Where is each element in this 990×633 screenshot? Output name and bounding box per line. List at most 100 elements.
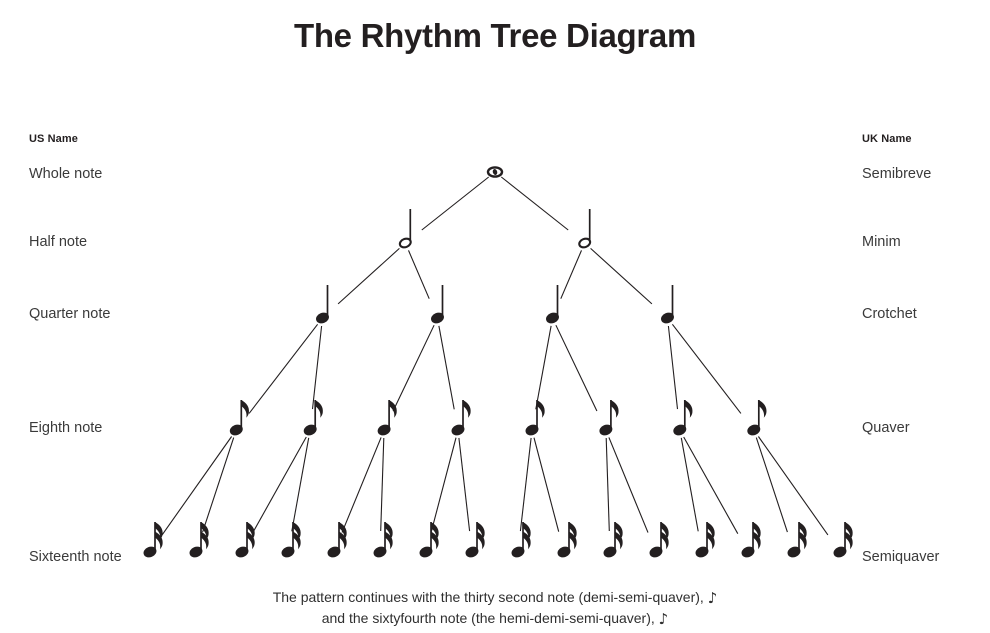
quarter-note-icon bbox=[546, 285, 559, 324]
note-flag bbox=[758, 400, 767, 418]
note-flag bbox=[753, 531, 761, 550]
tree-edge bbox=[421, 176, 490, 231]
page-title: The Rhythm Tree Diagram bbox=[293, 17, 697, 54]
eighth-note-icon bbox=[229, 400, 249, 436]
note-flag bbox=[463, 400, 471, 418]
sixteenth-note-icon bbox=[833, 522, 853, 558]
note-flag bbox=[799, 522, 807, 540]
tree-edge bbox=[608, 437, 649, 533]
tree-edge bbox=[407, 250, 430, 299]
note-flag bbox=[385, 522, 393, 540]
note-flag bbox=[431, 522, 439, 540]
tree-edge bbox=[667, 325, 679, 410]
note-flag bbox=[615, 522, 623, 540]
caption-line-2-text: and the sixtyfourth note (the hemi-demi-… bbox=[321, 610, 655, 626]
note-flag bbox=[293, 531, 301, 550]
uk-name-label-half: Minim bbox=[862, 234, 901, 250]
tree-edge bbox=[680, 437, 699, 532]
uk-name-label-sixteenth: Semiquaver bbox=[862, 549, 940, 565]
uk-name-label-quarter: Crotchet bbox=[862, 306, 917, 322]
note-flag bbox=[293, 522, 301, 540]
note-flag bbox=[247, 522, 255, 540]
thirty-second-note-icon: ♪ bbox=[707, 589, 718, 607]
tree-edge bbox=[202, 437, 235, 533]
us-name-label-eighth: Eighth note bbox=[29, 420, 103, 436]
tree-edges-group bbox=[161, 176, 829, 536]
sixtyfourth-note-icon: ♪ bbox=[658, 610, 669, 628]
note-flag bbox=[201, 522, 209, 540]
uk-name-column-header: UK Name bbox=[862, 133, 912, 145]
eighth-note-icon bbox=[525, 400, 545, 436]
tree-edge bbox=[161, 436, 233, 536]
sixteenth-note-icon bbox=[695, 522, 715, 558]
sixteenth-note-icon bbox=[235, 522, 255, 558]
tree-edge bbox=[555, 324, 598, 412]
eighth-note-icon bbox=[747, 400, 767, 436]
sixteenth-note-icon bbox=[465, 522, 485, 558]
note-flag bbox=[477, 531, 485, 550]
note-flag bbox=[385, 531, 393, 550]
sixteenth-note-icon bbox=[327, 522, 347, 558]
tree-edge bbox=[535, 325, 552, 410]
tree-edge bbox=[380, 437, 385, 532]
tree-edge bbox=[248, 323, 319, 414]
tree-edge bbox=[337, 247, 400, 305]
tree-edge bbox=[430, 437, 457, 532]
note-flag bbox=[155, 522, 163, 540]
tree-edge bbox=[671, 323, 742, 414]
tree-edge bbox=[291, 437, 310, 532]
note-flag bbox=[845, 531, 853, 550]
note-flag bbox=[537, 400, 545, 418]
sixteenth-note-icon bbox=[557, 522, 577, 558]
tree-edge bbox=[500, 176, 569, 231]
caption-line-1: The pattern continues with the thirty se… bbox=[0, 587, 990, 608]
sixteenth-note-icon bbox=[143, 522, 163, 558]
eighth-note-icon bbox=[599, 400, 619, 436]
note-flag bbox=[247, 531, 255, 550]
note-flag bbox=[241, 400, 249, 418]
sixteenth-note-icon bbox=[281, 522, 301, 558]
half-note-icon bbox=[398, 209, 412, 249]
tree-edge bbox=[251, 436, 307, 534]
note-flag bbox=[569, 522, 577, 540]
note-flag bbox=[684, 400, 693, 418]
sixteenth-note-icon bbox=[511, 522, 531, 558]
us-name-label-half: Half note bbox=[29, 234, 88, 250]
quarter-note-icon bbox=[431, 285, 444, 324]
uk-name-label-whole: Semibreve bbox=[862, 166, 932, 182]
note-flag bbox=[707, 531, 715, 550]
tree-edge bbox=[519, 437, 532, 532]
notehead-hole bbox=[492, 169, 498, 175]
tree-edge bbox=[605, 437, 610, 532]
sixteenth-note-icon bbox=[787, 522, 807, 558]
half-note-icon bbox=[578, 209, 592, 249]
note-flag bbox=[523, 522, 531, 540]
caption-line-2: and the sixtyfourth note (the hemi-demi-… bbox=[0, 608, 990, 629]
caption-line-1-text: The pattern continues with the thirty se… bbox=[272, 589, 704, 605]
note-flag bbox=[201, 531, 209, 550]
note-flag bbox=[661, 531, 669, 550]
tree-edge bbox=[392, 324, 435, 412]
note-flag bbox=[661, 522, 669, 540]
note-flag bbox=[315, 400, 323, 418]
eighth-note-icon bbox=[377, 400, 397, 436]
tree-edge bbox=[757, 436, 829, 536]
caption-block: The pattern continues with the thirty se… bbox=[0, 587, 990, 629]
tree-edge bbox=[438, 325, 455, 410]
tree-edge bbox=[755, 437, 788, 533]
whole-note-icon bbox=[486, 166, 504, 178]
tree-edge bbox=[590, 247, 653, 305]
uk-name-label-eighth: Quaver bbox=[862, 420, 910, 436]
note-flag bbox=[339, 522, 347, 540]
sixteenth-note-icon bbox=[373, 522, 393, 558]
tree-edge bbox=[683, 436, 739, 534]
tree-edge bbox=[341, 437, 382, 533]
quarter-note-icon bbox=[661, 285, 674, 324]
note-flag bbox=[753, 522, 761, 540]
eighth-note-icon bbox=[451, 400, 471, 436]
note-flag bbox=[389, 400, 397, 418]
note-flag bbox=[155, 531, 163, 550]
note-flag bbox=[339, 531, 347, 550]
note-flag bbox=[569, 531, 577, 550]
tree-edge bbox=[560, 250, 583, 299]
